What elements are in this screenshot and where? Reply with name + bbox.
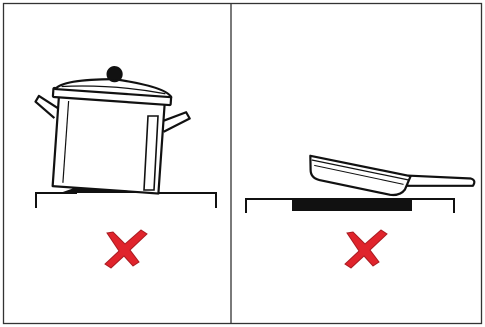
right-cross-mark-icon (344, 229, 388, 269)
pot-side-shadow (143, 115, 159, 191)
right-heating-plate (292, 200, 412, 211)
outer-frame (2, 2, 483, 325)
pot-left-handle (34, 94, 59, 119)
pot-right-handle (161, 111, 191, 133)
left-panel (34, 66, 217, 269)
left-cross-mark-icon (104, 229, 148, 269)
pot-lid-knob (106, 66, 123, 83)
stock-pot (34, 66, 191, 195)
pan-handle (403, 174, 476, 187)
left-hob (35, 192, 217, 208)
right-hob (245, 198, 455, 213)
right-panel (245, 154, 476, 269)
frying-pan (309, 154, 476, 197)
